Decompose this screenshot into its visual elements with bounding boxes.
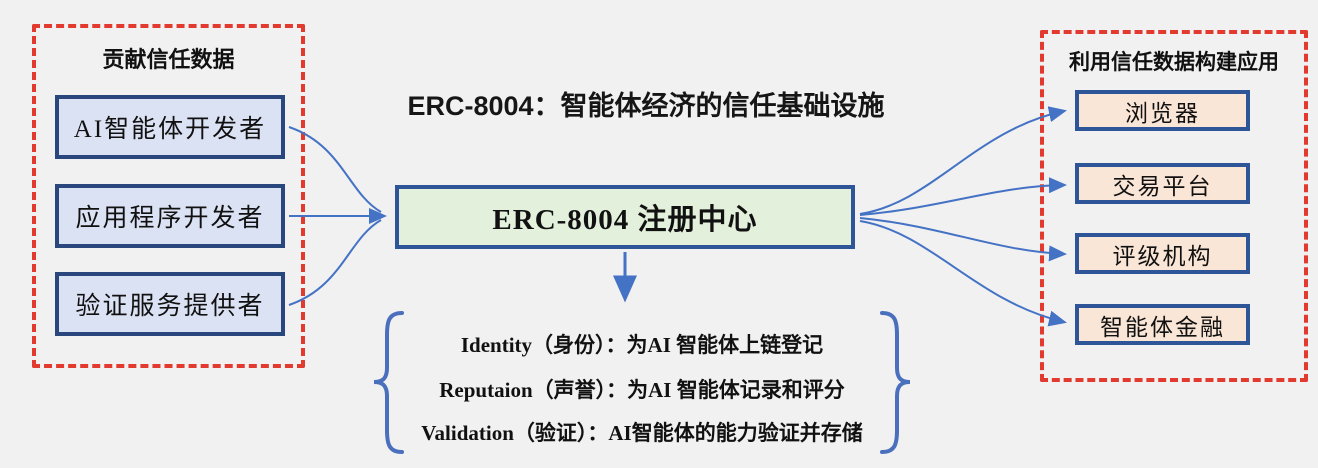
node-erc8004-registry: ERC-8004 注册中心 xyxy=(395,185,855,249)
node-rating-agency: 评级机构 xyxy=(1075,233,1250,274)
right-brace-icon xyxy=(880,311,911,454)
arrow-right-finance xyxy=(859,220,1067,327)
left-brace-icon xyxy=(373,311,404,454)
node-validation-service-providers: 验证服务提供者 xyxy=(55,272,285,336)
node-browser: 浏览器 xyxy=(1075,90,1250,131)
diagram-title: ERC-8004：智能体经济的信任基础设施 xyxy=(407,91,885,121)
arrow-right-rating xyxy=(859,217,1067,262)
node-app-developers: 应用程序开发者 xyxy=(55,184,285,248)
arrow-right-trading xyxy=(859,177,1067,216)
function-reputation: Reputaion（声誉）：为AI 智能体记录和评分 xyxy=(439,378,845,402)
function-validation: Validation（验证）：AI智能体的能力验证并存储 xyxy=(421,421,863,445)
arrow-right-browser xyxy=(859,106,1067,215)
function-identity: Identity（身份）：为AI 智能体上链登记 xyxy=(460,333,824,357)
node-trading-platform: 交易平台 xyxy=(1075,163,1250,204)
right-group-title: 利用信任数据构建应用 xyxy=(1069,51,1279,74)
node-agent-finance: 智能体金融 xyxy=(1075,304,1250,345)
node-ai-agent-developers: AI智能体开发者 xyxy=(55,95,285,159)
left-group-title: 贡献信任数据 xyxy=(102,47,235,72)
